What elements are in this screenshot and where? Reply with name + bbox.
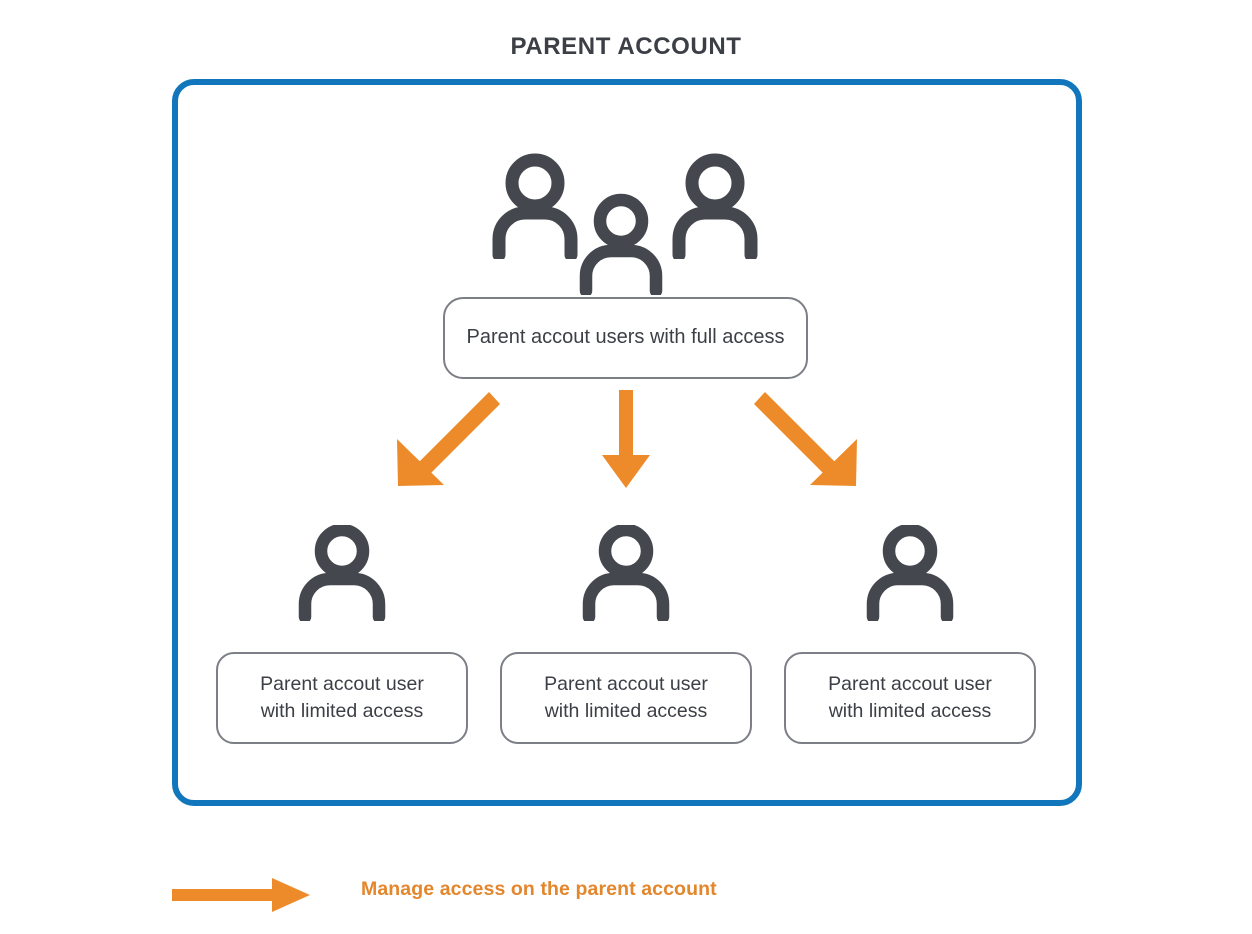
limited-access-line-1: Parent accout user <box>260 673 424 696</box>
page-title: PARENT ACCOUNT <box>510 33 742 60</box>
limited-access-label-box: Parent accout user with limited access <box>216 652 468 744</box>
limited-access-line-2: with limited access <box>544 700 708 722</box>
limited-access-label-box: Parent accout user with limited access <box>784 652 1036 744</box>
limited-access-label-text: Parent accout user with limited access <box>260 671 424 725</box>
limited-access-line-1: Parent accout user <box>544 673 708 696</box>
limited-access-line-2: with limited access <box>828 700 992 722</box>
limited-access-line-2: with limited access <box>260 700 424 722</box>
user-icon <box>672 153 758 259</box>
user-icon <box>582 525 670 621</box>
limited-access-label-text: Parent accout user with limited access <box>544 671 708 725</box>
user-icon <box>866 525 954 621</box>
user-icon <box>492 153 578 259</box>
full-access-label-box: Parent accout users with full access <box>443 297 808 379</box>
three-users-icon <box>489 151 779 295</box>
legend: Manage access on the parent account <box>172 872 972 916</box>
arrow-center-icon <box>602 390 650 488</box>
user-icon <box>298 525 386 621</box>
user-icon <box>579 193 663 295</box>
arrow-right-icon <box>754 392 857 486</box>
arrow-left-icon <box>397 392 500 486</box>
full-access-label-text: Parent accout users with full access <box>466 326 785 349</box>
right-arrow-icon <box>172 878 310 912</box>
legend-label: Manage access on the parent account <box>361 878 717 900</box>
limited-access-label-text: Parent accout user with limited access <box>828 671 992 725</box>
limited-access-line-1: Parent accout user <box>828 673 992 696</box>
limited-access-label-box: Parent accout user with limited access <box>500 652 752 744</box>
